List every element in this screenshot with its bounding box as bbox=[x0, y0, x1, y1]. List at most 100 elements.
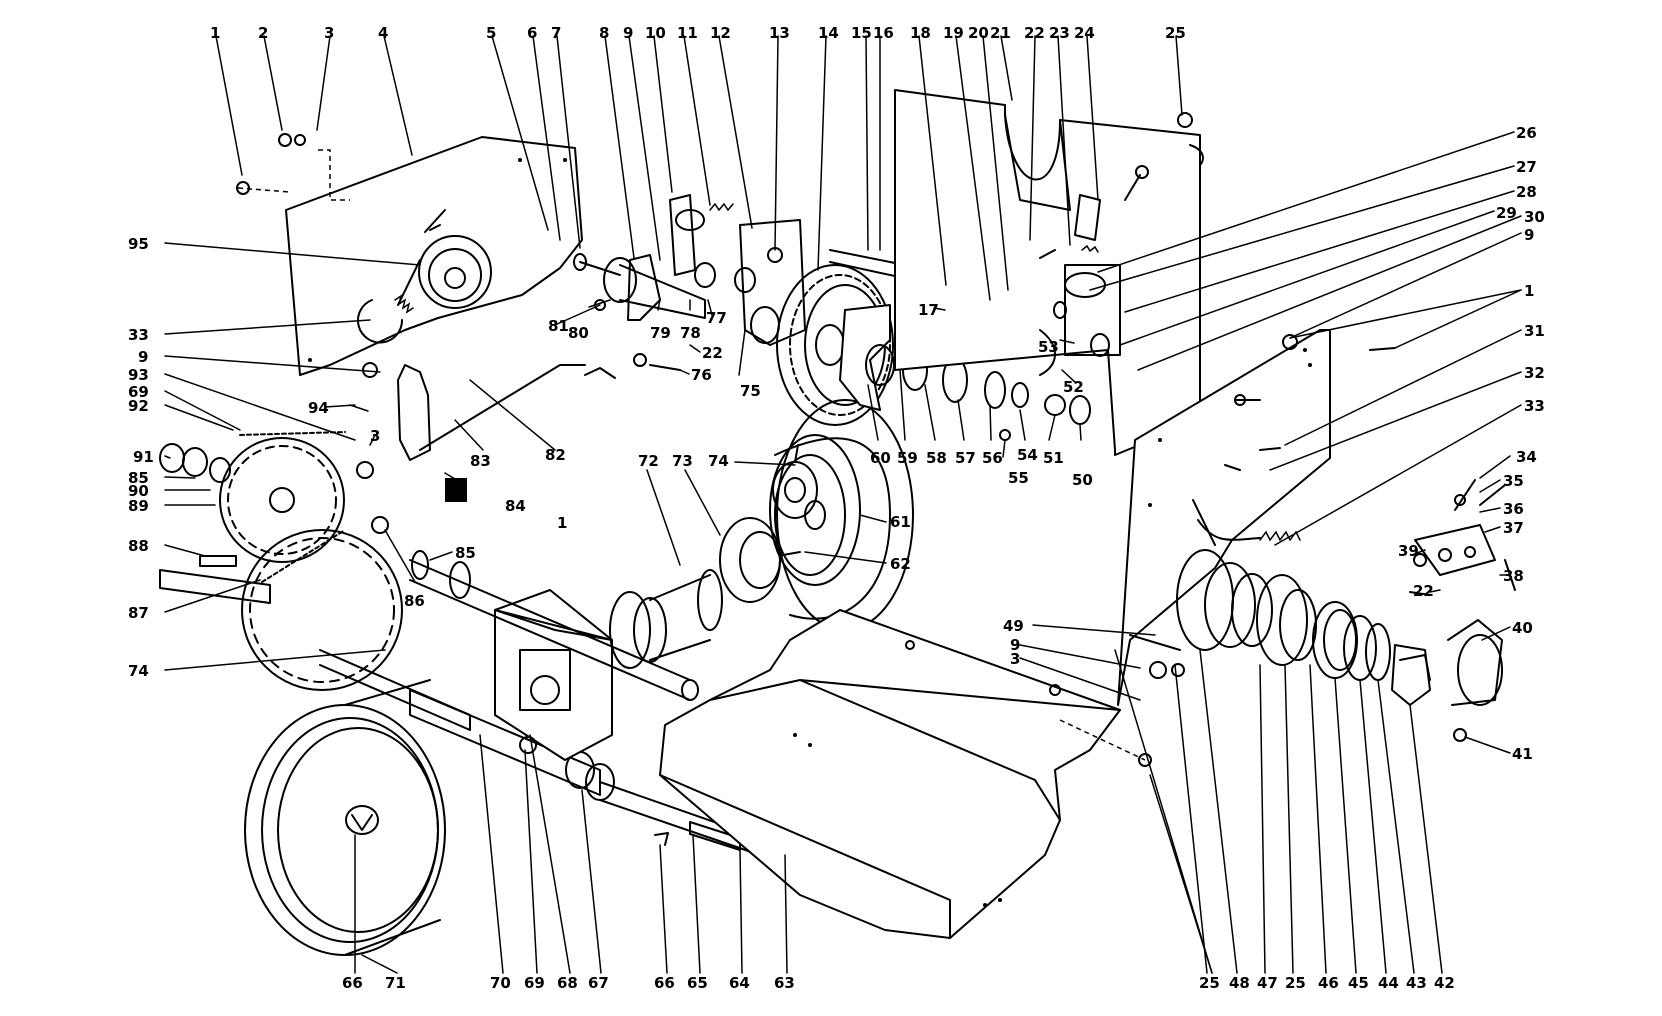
callout-6: 6 bbox=[527, 24, 537, 42]
callout-66: 66 bbox=[342, 974, 363, 992]
callout-34: 34 bbox=[1516, 448, 1537, 466]
callout-3c: 3 bbox=[1010, 650, 1020, 668]
callout-25c: 25 bbox=[1285, 974, 1306, 992]
callout-3b: 3 bbox=[370, 427, 380, 445]
large-pulley-71 bbox=[244, 679, 446, 956]
callout-55: 55 bbox=[1008, 469, 1029, 487]
callout-51: 51 bbox=[1043, 449, 1064, 467]
callout-82: 82 bbox=[545, 446, 566, 464]
callout-77: 77 bbox=[706, 309, 727, 327]
callout-25: 25 bbox=[1165, 24, 1186, 42]
callout-85: 85 bbox=[128, 469, 149, 487]
bearing-housing bbox=[409, 550, 699, 761]
callout-labels: 1 2 3 4 5 6 7 8 9 10 11 12 13 14 15 16 1… bbox=[128, 24, 1545, 992]
callout-73: 73 bbox=[672, 452, 693, 470]
callout-50: 50 bbox=[1072, 471, 1093, 489]
callout-18: 18 bbox=[910, 24, 931, 42]
left-side-plate bbox=[237, 136, 586, 502]
callout-41: 41 bbox=[1512, 745, 1533, 763]
misc-hardware bbox=[1049, 634, 1185, 767]
callout-42: 42 bbox=[1434, 974, 1455, 992]
callout-72: 72 bbox=[638, 452, 659, 470]
callout-22: 22 bbox=[1024, 24, 1045, 42]
callout-17: 17 bbox=[918, 301, 939, 319]
callout-4: 4 bbox=[378, 24, 388, 42]
callout-65: 65 bbox=[687, 974, 708, 992]
callout-12: 12 bbox=[710, 24, 731, 42]
callout-46: 46 bbox=[1318, 974, 1339, 992]
callout-48: 48 bbox=[1229, 974, 1250, 992]
upper-middle-parts bbox=[573, 194, 806, 379]
callout-19: 19 bbox=[943, 24, 964, 42]
callout-25b: 25 bbox=[1199, 974, 1220, 992]
callout-69: 69 bbox=[128, 383, 149, 401]
callout-2: 2 bbox=[258, 24, 268, 42]
callout-60: 60 bbox=[870, 449, 891, 467]
callout-54: 54 bbox=[1017, 446, 1038, 464]
callout-9c: 9 bbox=[138, 348, 148, 366]
callout-53: 53 bbox=[1038, 338, 1059, 356]
callout-78: 78 bbox=[680, 324, 701, 342]
callout-33b: 33 bbox=[128, 326, 149, 344]
callout-1b: 1 bbox=[1524, 282, 1534, 300]
callout-85b: 85 bbox=[455, 544, 476, 562]
callout-36: 36 bbox=[1503, 500, 1524, 518]
callout-21: 21 bbox=[990, 24, 1011, 42]
callout-61: 61 bbox=[890, 513, 911, 531]
callout-7: 7 bbox=[551, 24, 561, 42]
callout-39: 39 bbox=[1398, 542, 1419, 560]
callout-43: 43 bbox=[1406, 974, 1427, 992]
callout-71: 71 bbox=[385, 974, 406, 992]
callout-11: 11 bbox=[677, 24, 698, 42]
callout-31: 31 bbox=[1524, 322, 1545, 340]
callout-64: 64 bbox=[729, 974, 750, 992]
callout-15: 15 bbox=[851, 24, 872, 42]
callout-74: 74 bbox=[128, 662, 149, 680]
callout-80: 80 bbox=[568, 324, 589, 342]
callout-1c: 1 bbox=[557, 514, 567, 532]
callout-69b: 69 bbox=[524, 974, 545, 992]
callout-24: 24 bbox=[1074, 24, 1095, 42]
leader-lines bbox=[164, 35, 1522, 974]
callout-88: 88 bbox=[128, 537, 149, 555]
callout-28: 28 bbox=[1516, 183, 1537, 201]
callout-9b: 9 bbox=[1524, 226, 1534, 244]
callout-92: 92 bbox=[128, 397, 149, 415]
callout-32: 32 bbox=[1524, 364, 1545, 382]
callout-67: 67 bbox=[588, 974, 609, 992]
callout-94: 94 bbox=[308, 399, 329, 417]
callout-86: 86 bbox=[404, 592, 425, 610]
callout-27: 27 bbox=[1516, 158, 1537, 176]
callout-29: 29 bbox=[1496, 204, 1517, 222]
callout-62: 62 bbox=[890, 555, 911, 573]
callout-22b: 22 bbox=[1413, 582, 1434, 600]
callout-79: 79 bbox=[650, 324, 671, 342]
callout-1: 1 bbox=[210, 24, 220, 42]
callout-66b: 66 bbox=[654, 974, 675, 992]
callout-45: 45 bbox=[1348, 974, 1369, 992]
callout-76: 76 bbox=[691, 366, 712, 384]
callout-89: 89 bbox=[128, 497, 149, 515]
callout-70: 70 bbox=[490, 974, 511, 992]
callout-75: 75 bbox=[740, 382, 761, 400]
callout-52: 52 bbox=[1063, 378, 1084, 396]
callout-91: 91 bbox=[133, 448, 154, 466]
callout-49: 49 bbox=[1003, 617, 1024, 635]
callout-16: 16 bbox=[873, 24, 894, 42]
callout-30: 30 bbox=[1524, 208, 1545, 226]
callout-58: 58 bbox=[926, 449, 947, 467]
callout-95: 95 bbox=[128, 235, 149, 253]
callout-68: 68 bbox=[557, 974, 578, 992]
callout-35: 35 bbox=[1503, 472, 1524, 490]
rear-plate bbox=[894, 89, 1204, 456]
callout-83: 83 bbox=[470, 452, 491, 470]
auger-housing-tray bbox=[659, 609, 1121, 939]
right-side-plate bbox=[1117, 329, 1396, 706]
callout-47: 47 bbox=[1257, 974, 1278, 992]
callout-87: 87 bbox=[128, 604, 149, 622]
callout-5: 5 bbox=[486, 24, 496, 42]
sprocket-assembly bbox=[159, 431, 403, 691]
callout-56: 56 bbox=[982, 449, 1003, 467]
callout-20: 20 bbox=[968, 24, 989, 42]
right-bearing-stack bbox=[1176, 479, 1516, 742]
